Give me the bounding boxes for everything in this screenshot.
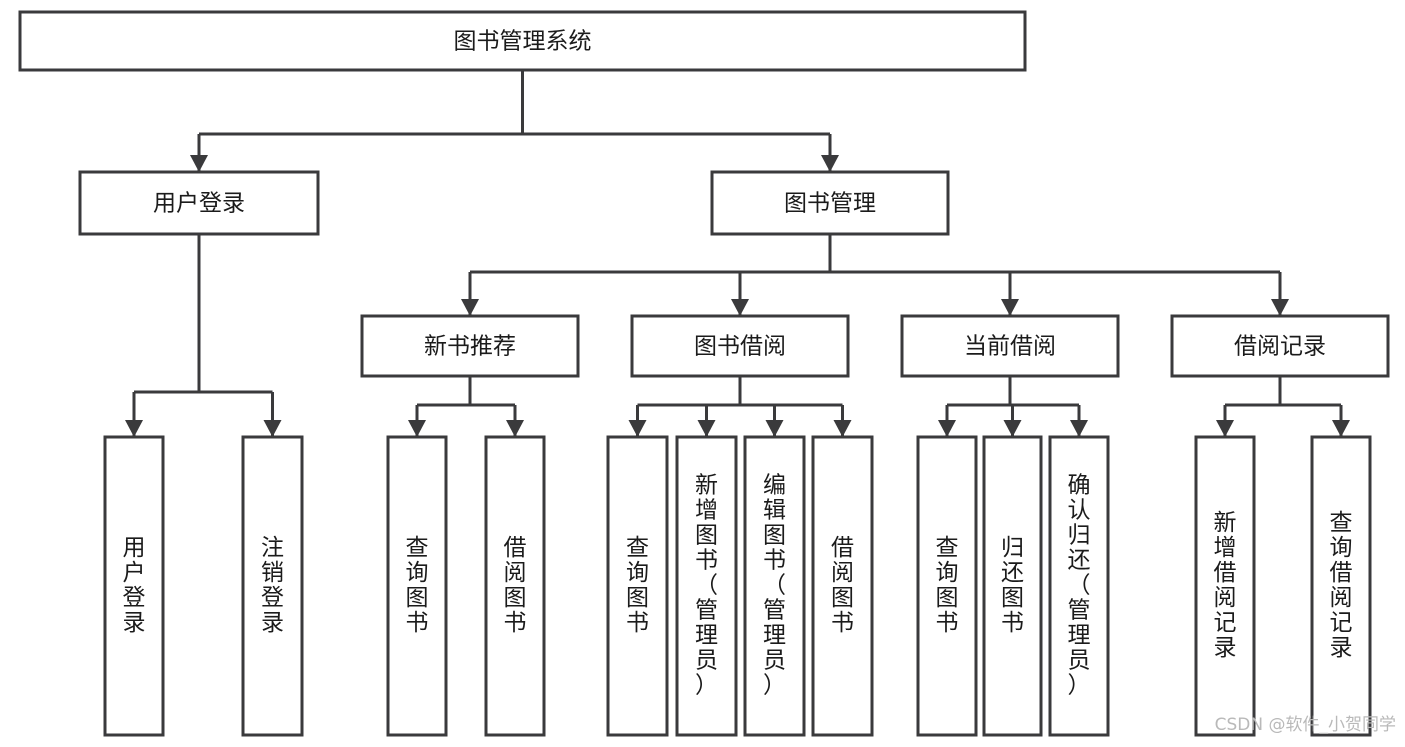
connector-node-图书管理系统-arrowhead — [190, 155, 208, 172]
node-用户登录[interactable]: 用户登录 — [103, 435, 165, 737]
node-新增借阅记录-label: 新增借阅记录 — [1214, 510, 1237, 661]
node-新书推荐-box[interactable] — [360, 314, 580, 378]
node-图书管理-label: 图书管理 — [784, 191, 876, 217]
node-编辑图书管理员-label: 编辑图书（管理员） — [763, 473, 786, 699]
node-当前借阅-label: 当前借阅 — [964, 334, 1056, 360]
node-查询借阅记录[interactable]: 查询借阅记录 — [1310, 435, 1372, 737]
connector-node-新书推荐-arrowhead — [408, 420, 426, 437]
node-layer: 图书管理系统用户登录图书管理新书推荐图书借阅当前借阅借阅记录用户登录注销登录查询… — [18, 10, 1390, 737]
connector-node-新书推荐-arrowhead — [506, 420, 524, 437]
connector-node-当前借阅-arrowhead — [1070, 420, 1088, 437]
node-当前借阅-box[interactable] — [900, 314, 1120, 378]
node-查询图书-box[interactable] — [916, 435, 978, 737]
connector-node-图书管理系统-arrowhead — [821, 155, 839, 172]
connector-node-图书管理-arrowhead — [1001, 299, 1019, 316]
node-注销登录[interactable]: 注销登录 — [241, 435, 304, 737]
node-查询借阅记录-label: 查询借阅记录 — [1330, 510, 1353, 661]
node-用户登录-label: 用户登录 — [123, 535, 146, 636]
node-新增图书管理员[interactable]: 新增图书（管理员） — [675, 435, 738, 737]
node-图书借阅-label: 图书借阅 — [694, 334, 786, 360]
node-图书借阅[interactable]: 图书借阅 — [630, 314, 850, 378]
connector-node-用户登录-arrowhead — [263, 420, 282, 437]
connector-node-图书借阅-arrowhead — [833, 420, 852, 437]
node-用户登录-box[interactable] — [103, 435, 165, 737]
connector-node-当前借阅-arrowhead — [938, 420, 956, 437]
node-查询图书[interactable]: 查询图书 — [606, 435, 669, 737]
node-借阅图书[interactable]: 借阅图书 — [811, 435, 874, 737]
node-注销登录-label: 注销登录 — [261, 535, 284, 636]
node-新增图书管理员-box[interactable] — [675, 435, 738, 737]
node-新书推荐[interactable]: 新书推荐 — [360, 314, 580, 378]
node-用户登录-box[interactable] — [78, 170, 320, 236]
node-图书管理[interactable]: 图书管理 — [710, 170, 950, 236]
node-查询借阅记录-box[interactable] — [1310, 435, 1372, 737]
node-归还图书-label: 归还图书 — [1001, 535, 1024, 636]
node-图书管理系统[interactable]: 图书管理系统 — [18, 10, 1027, 72]
node-借阅图书-box[interactable] — [484, 435, 546, 737]
connector-node-借阅记录-arrowhead — [1216, 420, 1234, 437]
node-归还图书-box[interactable] — [982, 435, 1043, 737]
node-借阅图书[interactable]: 借阅图书 — [484, 435, 546, 737]
node-借阅图书-box[interactable] — [811, 435, 874, 737]
node-借阅图书-label: 借阅图书 — [504, 535, 527, 636]
connector-node-图书借阅-arrowhead — [628, 420, 647, 437]
node-借阅记录-label: 借阅记录 — [1234, 334, 1326, 360]
node-借阅记录-box[interactable] — [1170, 314, 1390, 378]
node-确认归还管理员[interactable]: 确认归还（管理员） — [1048, 435, 1110, 737]
node-图书管理系统-label: 图书管理系统 — [454, 29, 592, 55]
node-查询图书-label: 查询图书 — [406, 535, 429, 636]
node-确认归还管理员-box[interactable] — [1048, 435, 1110, 737]
node-归还图书[interactable]: 归还图书 — [982, 435, 1043, 737]
connector-node-用户登录-arrowhead — [125, 420, 143, 437]
connector-node-当前借阅-arrowhead — [1003, 420, 1022, 437]
connector-node-图书借阅-arrowhead — [765, 420, 784, 437]
node-查询图书-box[interactable] — [606, 435, 669, 737]
node-查询图书-box[interactable] — [386, 435, 448, 737]
node-用户登录[interactable]: 用户登录 — [78, 170, 320, 236]
node-查询图书-label: 查询图书 — [936, 535, 959, 636]
csdn-watermark: CSDN @软件_小贺同学 — [1215, 715, 1396, 735]
connector-layer — [125, 70, 1350, 437]
node-查询图书[interactable]: 查询图书 — [916, 435, 978, 737]
node-用户登录-label: 用户登录 — [153, 191, 245, 217]
node-查询图书-label: 查询图书 — [626, 535, 649, 636]
node-新增借阅记录[interactable]: 新增借阅记录 — [1194, 435, 1256, 737]
connector-node-图书借阅-arrowhead — [697, 420, 716, 437]
node-编辑图书管理员-box[interactable] — [743, 435, 806, 737]
node-借阅图书-label: 借阅图书 — [831, 535, 854, 636]
connector-node-图书管理-arrowhead — [1271, 299, 1289, 316]
connector-node-图书管理-arrowhead — [461, 299, 479, 316]
node-编辑图书管理员[interactable]: 编辑图书（管理员） — [743, 435, 806, 737]
node-新书推荐-label: 新书推荐 — [424, 334, 516, 360]
connector-node-图书管理-arrowhead — [731, 299, 749, 316]
connector-node-借阅记录-arrowhead — [1332, 420, 1350, 437]
node-借阅记录[interactable]: 借阅记录 — [1170, 314, 1390, 378]
node-注销登录-box[interactable] — [241, 435, 304, 737]
node-新增借阅记录-box[interactable] — [1194, 435, 1256, 737]
node-查询图书[interactable]: 查询图书 — [386, 435, 448, 737]
node-新增图书管理员-label: 新增图书（管理员） — [695, 473, 718, 699]
node-确认归还管理员-label: 确认归还（管理员） — [1068, 473, 1091, 699]
node-图书借阅-box[interactable] — [630, 314, 850, 378]
node-图书管理-box[interactable] — [710, 170, 950, 236]
node-图书管理系统-box[interactable] — [18, 10, 1027, 72]
node-当前借阅[interactable]: 当前借阅 — [900, 314, 1120, 378]
